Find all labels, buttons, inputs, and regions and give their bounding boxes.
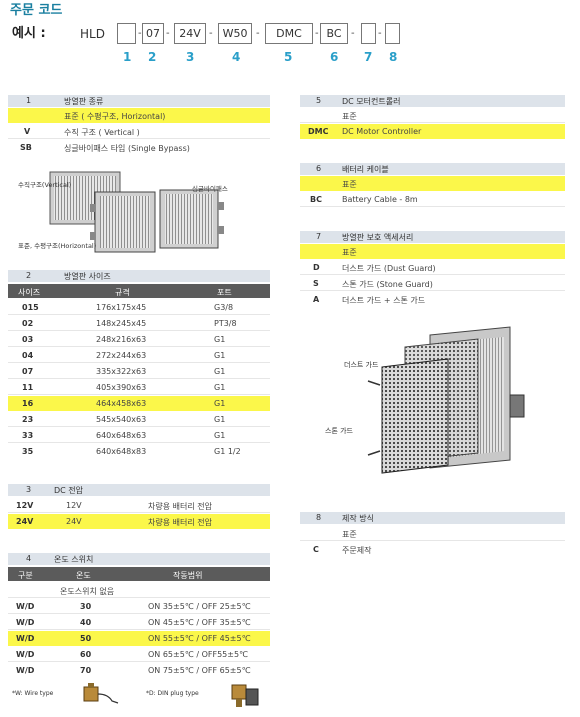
section-1-header: 1 방열판 종류	[8, 95, 270, 107]
section-6-header: 6 배터리 케이블	[300, 163, 565, 175]
footnote-din: *D: DIN plug type	[146, 690, 199, 697]
caption-stone-guard: 스톤 가드	[325, 427, 353, 435]
example-prefix: HLD	[80, 27, 105, 41]
section-3-row-24v: 24V 24V 차량용 배터리 전압	[8, 514, 270, 529]
code-separator: -	[256, 28, 260, 39]
caption-dust-guard: 더스트 가드	[344, 361, 379, 369]
section-7-row-dust-guard: D 더스트 가드 (Dust Guard)	[300, 260, 565, 275]
code-separator: -	[315, 28, 319, 39]
position-number-7: 7	[364, 50, 373, 64]
code-box-8	[385, 23, 400, 44]
section-title: 방열판 종류	[64, 97, 104, 106]
position-number-5: 5	[284, 50, 293, 64]
section-8-header: 8 제작 방식	[300, 512, 565, 524]
section-3-row-12v: 12V 12V 차량용 배터리 전압	[8, 498, 270, 513]
position-number-4: 4	[232, 50, 241, 64]
guard-accessory-illustration	[367, 326, 525, 474]
section-6-row-standard: 표준	[300, 176, 565, 191]
section-7-row-standard: 표준	[300, 244, 565, 259]
radiator-types-illustration	[49, 171, 224, 253]
position-number-1: 1	[123, 50, 132, 64]
position-number-2: 2	[148, 50, 157, 64]
section-7-row-stone-guard: S 스톤 가드 (Stone Guard)	[300, 276, 565, 291]
caption-vertical: 수직구조(Vertical)	[18, 181, 72, 189]
section-7-row-both: A 더스트 가드 + 스톤 가드	[313, 295, 426, 305]
code-separator: -	[351, 28, 355, 39]
code-box-3: 24V	[174, 23, 206, 44]
section-1-row-vertical: V 수직 구조 ( Vertical )	[8, 124, 270, 139]
code-separator: -	[209, 28, 213, 39]
code-separator: -	[166, 28, 170, 39]
section-1-row-standard: 표준 ( 수평구조, Horizontal)	[8, 108, 270, 123]
section-8-row-custom: C 주문제작	[313, 545, 372, 555]
code-box-5: DMC	[265, 23, 313, 44]
example-label: 예시 :	[12, 26, 46, 41]
section-5-header: 5 DC 모터컨트롤러	[300, 95, 565, 107]
wire-connector-icon	[83, 683, 119, 704]
section-7-header: 7 방열판 보호 액세서리	[300, 231, 565, 243]
caption-horizontal: 표준, 수평구조(Horizontal)	[18, 242, 97, 250]
section-6-row-bc: BC Battery Cable - 8m	[300, 192, 565, 207]
section-8-row-standard: 표준	[300, 526, 565, 541]
code-box-2: 07	[142, 23, 164, 44]
section-number: 1	[26, 96, 32, 105]
section-5-row-dmc: DMC DC Motor Controller	[300, 124, 565, 139]
footnote-wire: *W: Wire type	[12, 690, 54, 697]
position-number-8: 8	[389, 50, 398, 64]
position-number-6: 6	[330, 50, 339, 64]
temp-table-header: 구분 온도 작동범위	[8, 567, 270, 581]
size-table-header: 사이즈 규격 포트	[8, 284, 270, 298]
section-1-row-single-bypass: SB 싱글바이패스 타입 (Single Bypass)	[20, 143, 190, 153]
page-title: 주문 코드	[10, 3, 63, 18]
din-plug-connector-icon	[231, 684, 259, 707]
section-4-header: 4 온도 스위치	[8, 553, 270, 565]
code-box-6: BC	[320, 23, 348, 44]
temp-row-none: 온도스위치 없음	[8, 583, 270, 598]
code-box-4: W50	[218, 23, 252, 44]
code-box-7	[361, 23, 376, 44]
code-separator: -	[378, 28, 382, 39]
code-box-1	[117, 23, 136, 44]
caption-single-bypass: 싱글바이패스	[192, 185, 228, 193]
section-3-header: 3 DC 전압	[8, 484, 270, 496]
section-5-row-standard: 표준	[300, 108, 565, 123]
code-separator: -	[138, 28, 142, 39]
section-2-header: 2 방열판 사이즈	[8, 270, 270, 282]
position-number-3: 3	[186, 50, 195, 64]
